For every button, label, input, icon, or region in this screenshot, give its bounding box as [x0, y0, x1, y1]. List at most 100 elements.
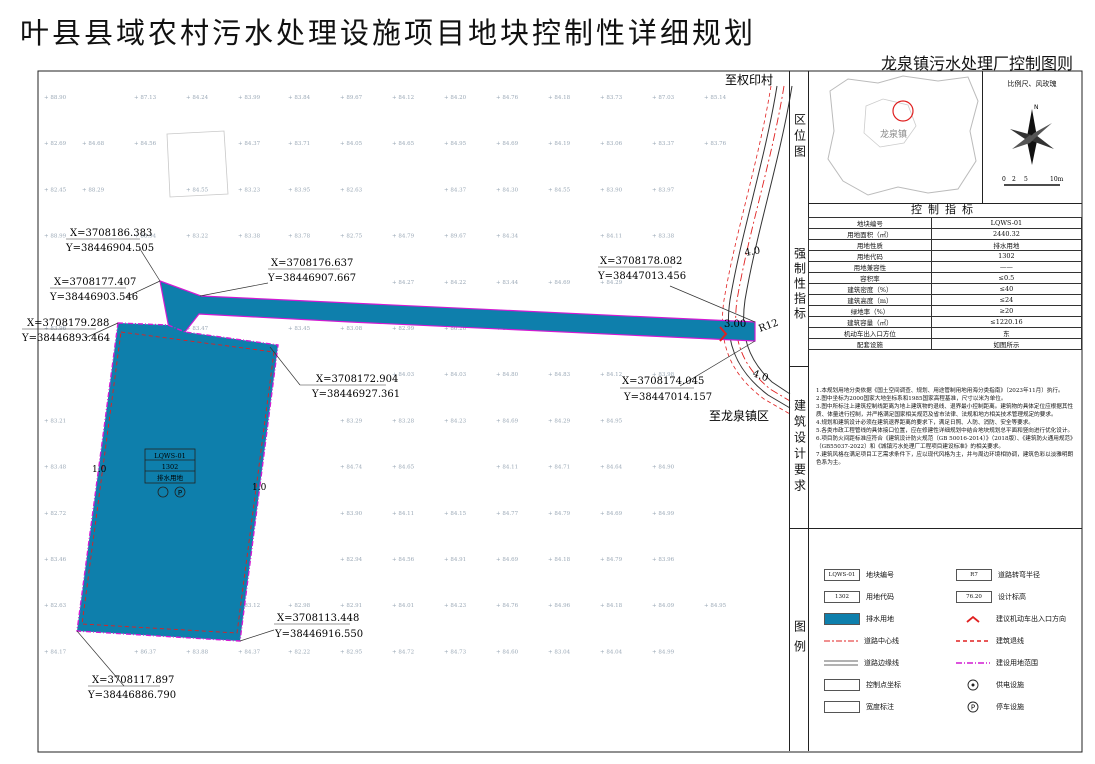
elevation-point: + 83.06 [600, 141, 623, 147]
elevation-point: + 84.69 [496, 557, 519, 563]
coord-5-x: X=3708172.904 [316, 374, 398, 385]
vehicle-entrance-arrow [719, 326, 728, 342]
elevation-point: + 84.64 [600, 465, 623, 471]
elevation-point: + 84.12 [600, 372, 622, 378]
control-row: 容积率≤0.5 [808, 272, 1083, 284]
elevation-point: + 82.45 [44, 187, 67, 193]
road-width-label-3: 3.00 [724, 319, 746, 330]
legend-item: 建设用地范围 [956, 657, 1038, 669]
road [722, 85, 793, 415]
control-value: ≤0.5 [930, 272, 1083, 284]
requirement-item: 5.各类市政工程管线的具体接口位置，应在修建性详细规划中结合地块规划总平面和竖向… [816, 428, 1074, 434]
legend-text: 设计标高 [998, 593, 1026, 601]
legend-text: 用地代码 [866, 593, 894, 601]
svg-text:10m: 10m [1050, 176, 1064, 183]
svg-text:2: 2 [1012, 176, 1016, 183]
control-row: 建筑容量（㎡）≤1220.16 [808, 316, 1083, 328]
elevation-point: + 84.79 [600, 557, 623, 563]
coord-1-x: X=3708186.383 [70, 228, 152, 239]
control-value: LQWS-01 [930, 217, 1083, 229]
elevation-point: + 82.94 [340, 557, 363, 563]
elevation-point: + 84.23 [444, 603, 467, 609]
elevation-point: + 84.96 [548, 603, 571, 609]
legend-item: 道路边缘线 [824, 657, 899, 669]
control-row: 用地性质排水用地 [808, 239, 1083, 251]
coord-9-y: Y=38446886.790 [87, 690, 176, 701]
legend-item: 建议机动车出入口方向 [956, 613, 1066, 625]
elevation-point: + 83.21 [44, 418, 66, 424]
control-value: ≤40 [930, 283, 1083, 295]
elevation-point: + 88.90 [44, 95, 67, 101]
coord-6-x: X=3708178.082 [600, 256, 682, 267]
elevation-point: + 82.69 [44, 141, 67, 147]
requirement-item: 6.项目防火间距标准应符合《建筑设计防火规范（GB 50016-2014）》（2… [816, 436, 1076, 450]
legend-symbol [824, 613, 860, 625]
legend-symbol: 1302 [824, 591, 860, 603]
legend-item: 排水用地 [824, 613, 894, 625]
parcel-landuse: 排水用地 [157, 473, 184, 482]
width-mark-left: 1.0 [92, 465, 107, 475]
coord-3-y: Y=38446903.546 [49, 292, 138, 303]
elevation-point: + 82.99 [392, 326, 415, 332]
elevation-point: + 84.55 [186, 187, 209, 193]
elevation-point: + 82.95 [340, 649, 363, 655]
elevation-point: + 84.37 [444, 187, 467, 193]
elevation-point: + 84.69 [600, 511, 623, 517]
control-key: 用地面积（㎡） [808, 228, 932, 240]
control-value: ≥20 [930, 305, 1083, 317]
elevation-point: + 83.22 [186, 234, 208, 240]
drainage-land-strip[interactable] [159, 280, 756, 342]
legend-text: 建议机动车出入口方向 [996, 615, 1066, 623]
elevation-point: + 84.11 [600, 234, 622, 240]
elevation-point: + 84.69 [496, 418, 519, 424]
requirements-text: 1.本规划用地分类依据《国土空间调查、规划、用途管制用地用海分类指南》（2023… [816, 387, 1078, 467]
elevation-point: + 84.79 [548, 511, 571, 517]
elevation-point: + 84.22 [444, 280, 466, 286]
svg-text:5: 5 [1024, 176, 1028, 183]
scale-rose: 比例尺、风玫瑰 N 0 2 5 10m [982, 71, 1082, 204]
coord-4-y: Y=38446893.464 [21, 333, 110, 344]
legend-symbol: P [956, 701, 990, 713]
legend-symbol [956, 636, 990, 646]
control-title: 控制指标 [808, 203, 1082, 218]
elevation-point: + 83.46 [44, 557, 67, 563]
control-value: 2440.32 [930, 228, 1083, 240]
elevation-point: + 87.13 [134, 95, 157, 101]
legend-text: 道路中心线 [864, 637, 899, 645]
elevation-point: + 83.38 [652, 234, 675, 240]
legend-text: 道路边缘线 [864, 659, 899, 667]
legend-symbol: LQWS-01 [824, 569, 860, 581]
elevation-point: + 84.95 [600, 418, 623, 424]
legend-text: 供电设施 [996, 681, 1024, 689]
elevation-point: + 83.88 [186, 649, 209, 655]
elevation-point: + 84.71 [548, 465, 570, 471]
svg-text:P: P [971, 704, 975, 712]
power-facility-icon [157, 486, 169, 498]
elevation-point: + 88.29 [82, 187, 105, 193]
elevation-point: + 84.17 [44, 649, 67, 655]
control-key: 配套设施 [808, 338, 932, 350]
elevation-point: + 84.56 [134, 141, 157, 147]
elevation-point: + 83.47 [186, 326, 209, 332]
legend-symbol: R7 [956, 569, 992, 581]
control-key: 用地代码 [808, 250, 932, 262]
control-row: 配套设施如图所示 [808, 338, 1083, 350]
control-key: 用地性质 [808, 239, 932, 251]
control-value: 如图所示 [930, 338, 1083, 350]
control-value: 排水用地 [930, 239, 1083, 251]
elevation-point: + 84.09 [652, 603, 675, 609]
elevation-point: + 84.74 [340, 465, 363, 471]
legend-text: 道路转弯半径 [998, 571, 1040, 579]
elevation-point: + 84.76 [496, 95, 519, 101]
elevation-point: + 83.48 [44, 465, 67, 471]
parcel-info-box[interactable]: LQWS-01 1302 排水用地 P [144, 448, 196, 498]
requirement-item: 4.规划和建筑设计必须在建筑退界距离的要求下，满足日照、人防、消防、安全等要求。 [816, 420, 1034, 426]
elevation-point: + 88.99 [44, 234, 67, 240]
elevation-point: + 84.30 [496, 187, 519, 193]
elevation-point: + 84.11 [496, 465, 518, 471]
requirement-item: 7.建筑风格在满足项目工艺需求条件下，应以现代风格为主，并与周边环境相协调，建筑… [816, 452, 1074, 466]
elevation-point: + 84.12 [392, 95, 414, 101]
